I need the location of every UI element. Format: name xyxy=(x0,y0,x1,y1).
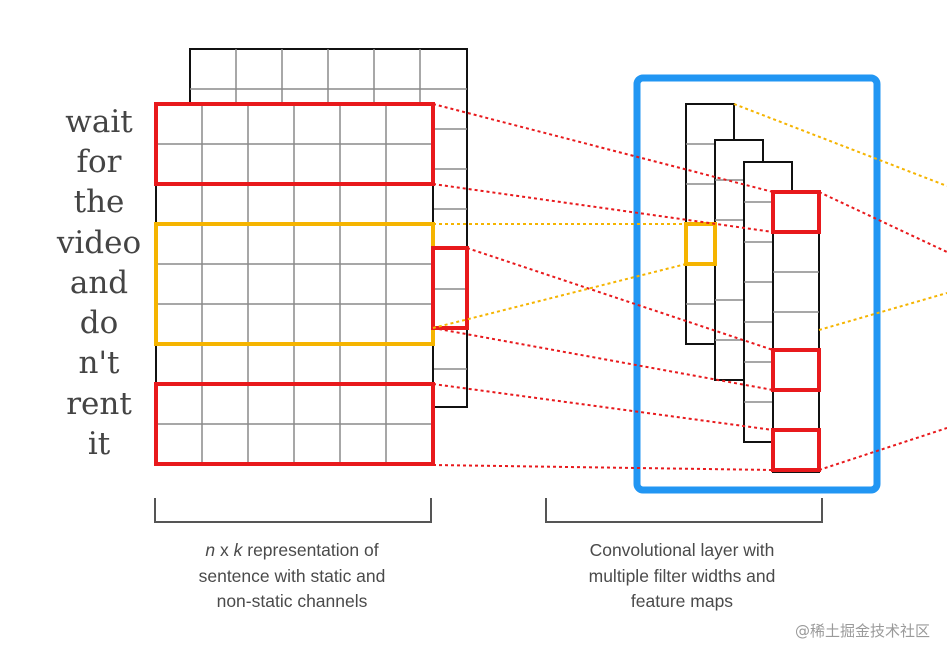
filter-window-back-channel xyxy=(431,246,469,330)
word-token: the xyxy=(74,184,125,220)
bracket-right xyxy=(545,498,823,523)
word-token: and xyxy=(70,265,128,301)
caption-right-line3: feature maps xyxy=(631,591,733,611)
connector-red xyxy=(432,327,774,391)
filter-window-red-top xyxy=(154,102,435,186)
word-token: n't xyxy=(79,345,120,381)
word-token: rent xyxy=(66,386,132,422)
feature-cell-yellow xyxy=(684,222,717,266)
feature-cell-red-bottom xyxy=(771,428,821,472)
feature-maps xyxy=(685,103,820,473)
bracket-left xyxy=(154,498,432,523)
caption-left-line2: sentence with static and xyxy=(199,566,386,586)
word-token: wait xyxy=(65,104,133,140)
word-token: for xyxy=(77,144,122,180)
front-channel-matrix xyxy=(155,103,434,466)
connector-yellow-out xyxy=(818,292,947,331)
sentence-words: wait for the video and do n't rent it xyxy=(56,104,141,462)
connector-red-out xyxy=(818,191,947,253)
connector-red-out xyxy=(818,427,947,471)
connector-lines xyxy=(432,103,947,471)
word-token: it xyxy=(88,426,111,462)
connector-yellow-out xyxy=(733,103,947,187)
caption-right-line2: multiple filter widths and xyxy=(589,566,776,586)
connector-red xyxy=(432,383,774,431)
feature-cell-red-middle xyxy=(771,348,821,392)
word-token: do xyxy=(80,305,119,341)
connector-red xyxy=(432,103,774,193)
word-token: video xyxy=(56,225,141,261)
connector-yellow xyxy=(432,263,687,329)
watermark: @稀土掘金技术社区 xyxy=(795,622,930,640)
caption-left-line3: non-static channels xyxy=(217,591,368,611)
connector-red xyxy=(432,464,774,471)
caption-left-line1: n x k representation of xyxy=(205,540,378,560)
filter-window-red-bottom xyxy=(154,382,435,466)
feature-cell-red-top xyxy=(771,190,821,234)
convolutional-layer-box xyxy=(633,74,881,494)
caption-right-line1: Convolutional layer with xyxy=(590,540,775,560)
